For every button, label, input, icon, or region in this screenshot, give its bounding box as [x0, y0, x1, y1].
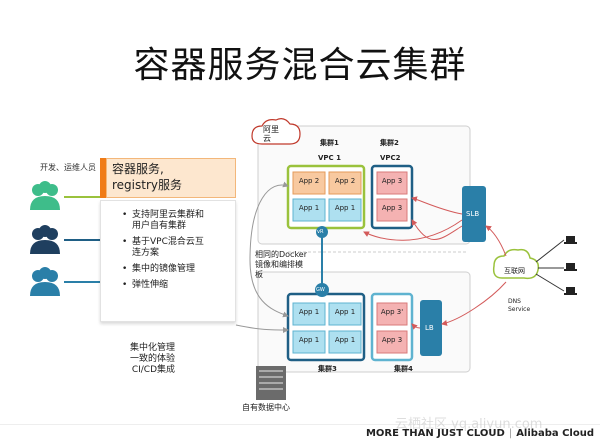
- page-title: 容器服务混合云集群: [133, 45, 467, 86]
- footer-tagline: MORE THAN JUST CLOUD: [365, 428, 505, 439]
- app-tile: App 3: [381, 177, 403, 185]
- internet-label: 互联网: [504, 267, 525, 275]
- app-tile: App 1: [298, 336, 320, 344]
- app-tile: App 1: [298, 204, 320, 212]
- lb-label: LB: [425, 324, 434, 332]
- same-image-text: 相同的Docker 镜像和编排模 板: [255, 250, 308, 279]
- feature-item: 弹性伸缩: [122, 280, 168, 291]
- people-icon-green: [30, 181, 60, 210]
- service-accent-bar: [100, 158, 106, 198]
- app-tile: App 2: [298, 177, 320, 185]
- aliyun-cloud-label: 阿里云: [263, 125, 279, 143]
- gw-node: [315, 283, 329, 297]
- feature-item: 集中的镜像管理: [122, 264, 195, 275]
- vr-label: vR: [317, 229, 324, 235]
- laptop-icon-3: [564, 287, 577, 295]
- app-tile: App 1: [334, 336, 356, 344]
- footer-brand: Alibaba Cloud: [516, 428, 594, 439]
- central-management-text: 集中化管理 一致的体验 CI/CD集成: [130, 343, 176, 375]
- laptop-icon-1: [564, 236, 577, 244]
- footer-separator: |: [508, 428, 513, 439]
- slb-node: [462, 186, 486, 242]
- datacenter-label: 自有数据中心: [242, 403, 290, 412]
- service-title: 容器服务, registry服务: [112, 161, 182, 193]
- vpc2-label: VPC2: [380, 154, 401, 162]
- cluster4-label: 集群4: [394, 365, 413, 373]
- gw-label: GW: [316, 287, 325, 293]
- app-tile: App 3: [381, 204, 403, 212]
- vr-node: [316, 226, 328, 238]
- laptop-icon-2: [564, 263, 577, 271]
- datacenter-server-icon: [256, 366, 286, 400]
- slb-label: SLB: [466, 210, 480, 218]
- app-tile: App 1: [334, 204, 356, 212]
- app-tile: App 3': [380, 308, 404, 316]
- footer: MORE THAN JUST CLOUD|Alibaba Cloud: [366, 428, 594, 439]
- vpc1-label: VPC 1: [318, 154, 341, 162]
- app-tile: App 1: [334, 308, 356, 316]
- people-icon-blue: [30, 267, 60, 296]
- cluster1-label: 集群1: [320, 139, 339, 147]
- service-box: [106, 158, 236, 198]
- app-tile: App 2: [334, 177, 356, 185]
- cluster3-label: 集群3: [318, 365, 337, 373]
- service-title-line1: 容器服务,: [112, 162, 164, 176]
- internet-cloud-icon: [492, 248, 540, 280]
- people-icon-navy: [30, 225, 60, 254]
- watermark: 云栖社区 yq.aliyun.com: [395, 417, 543, 432]
- people-label: 开发、运维人员: [40, 163, 96, 172]
- app-tile: App 3: [381, 336, 403, 344]
- aliyun-cloud-icon: [251, 118, 301, 145]
- service-title-line2: registry服务: [112, 178, 182, 192]
- app-tile: App 1: [298, 308, 320, 316]
- lb-node: [420, 300, 442, 356]
- cluster2-label: 集群2: [380, 139, 399, 147]
